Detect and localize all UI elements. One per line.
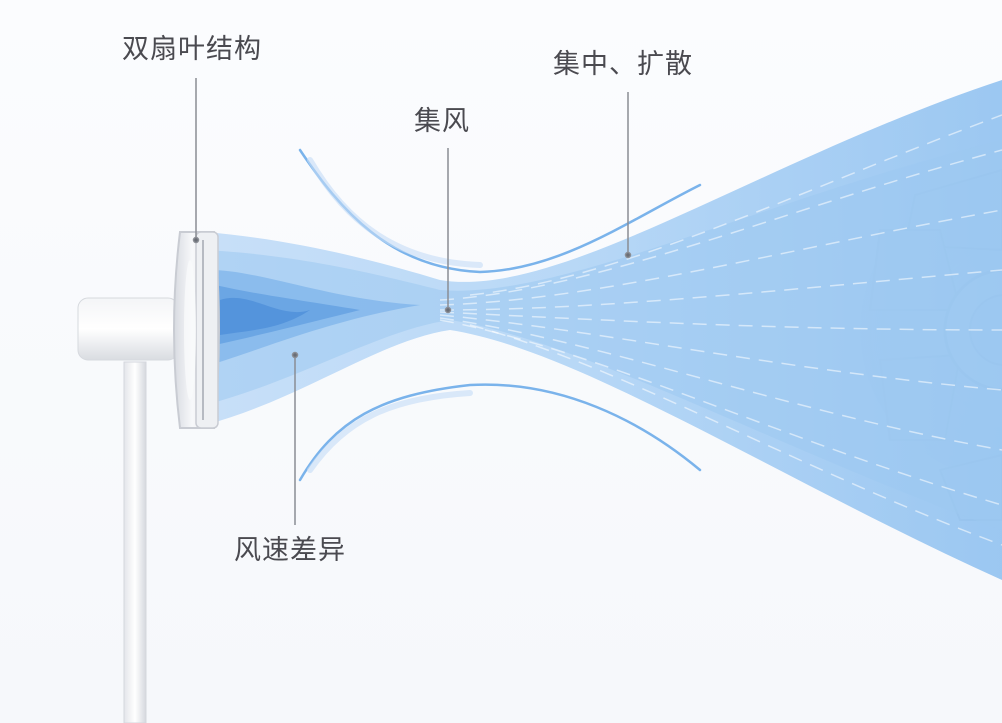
leader-dot-speed-diff (291, 351, 299, 359)
fan-head (173, 231, 220, 429)
flow-boundary-curves (298, 148, 702, 482)
label-double-blade-structure: 双扇叶结构 (122, 34, 262, 65)
airflow-beam (205, 80, 1002, 580)
label-wind-speed-difference: 风速差异 (234, 535, 346, 566)
label-collect-wind: 集风 (414, 106, 470, 137)
leader-dot-concentrate (624, 251, 632, 259)
fan-stand (77, 297, 179, 723)
label-concentrate-diffuse: 集中、扩散 (553, 49, 693, 80)
leader-dot-double-blade (192, 236, 200, 244)
leader-lines (192, 78, 632, 525)
airflow-streaks (439, 114, 1002, 546)
leader-dot-collect (444, 306, 452, 314)
fan-swirl-region (210, 270, 420, 365)
